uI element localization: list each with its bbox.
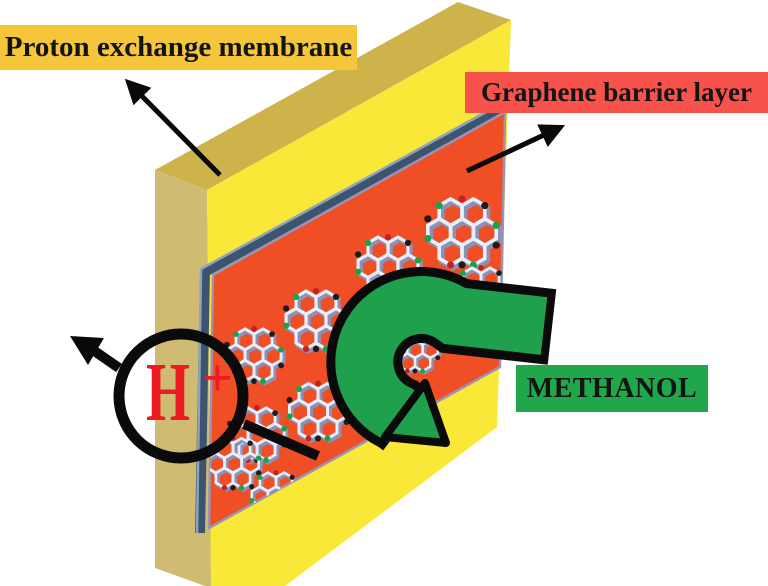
graphene-layer-edge-highlight — [195, 103, 500, 534]
graphene-label: Graphene barrier layer — [465, 72, 768, 113]
proton-arrow-tail — [242, 419, 320, 461]
proton-arrow-shaft — [90, 345, 122, 373]
proton-arrowhead — [70, 336, 104, 365]
membrane-top-face — [155, 2, 511, 190]
methanol-arrowhead — [381, 379, 450, 447]
graphene-pointer-arrow — [465, 124, 566, 174]
graphene-flake — [424, 195, 500, 268]
proton-transport-arrow — [70, 336, 320, 461]
proton-symbol: H — [146, 346, 190, 439]
pem-label: Proton exchange membrane — [0, 25, 357, 70]
graphene-layer-edge — [195, 103, 504, 534]
methanol-label: METHANOL — [516, 365, 708, 412]
proton-charge: + — [202, 348, 233, 408]
methanol-arrow-body — [335, 276, 548, 443]
methanol-uturn-arrow — [326, 267, 557, 451]
proton-circle — [113, 328, 249, 464]
pem-pointer-arrow — [124, 78, 222, 177]
